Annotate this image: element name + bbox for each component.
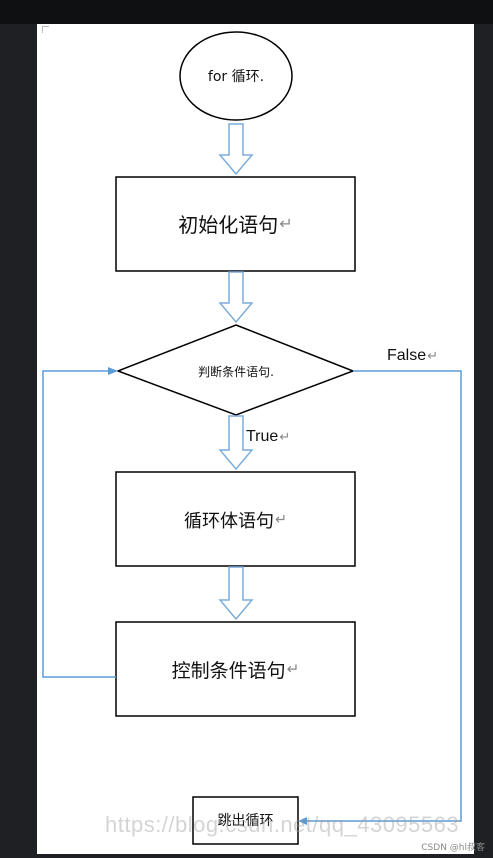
false-label: False↵	[387, 347, 438, 365]
paragraph-mark: ↵	[279, 429, 291, 444]
condition-label-text: 判断条件语句.	[198, 364, 274, 379]
exit-label: 跳出循环	[193, 806, 298, 834]
loop-back-arrowhead	[108, 367, 118, 375]
init-label-text: 初始化语句	[178, 212, 279, 237]
start-ellipse	[179, 31, 293, 121]
condition-diamond	[115, 324, 356, 416]
paragraph-mark: ↵	[286, 660, 300, 678]
arrow-start-to-init	[218, 123, 254, 176]
init-box	[115, 176, 356, 272]
arrow-body-to-control	[218, 566, 254, 621]
condition-label: 判断条件语句.	[160, 358, 312, 384]
body-box	[115, 471, 356, 567]
exit-label-text: 跳出循环	[217, 813, 274, 829]
url-watermark: https://blog.csdn.net/qq_43095563	[105, 812, 460, 837]
exit-box	[192, 796, 299, 845]
start-label: for 循环.	[180, 62, 292, 90]
init-label: 初始化语句↵	[116, 205, 355, 241]
csdn-credit: CSDN @hl叔客	[421, 843, 485, 853]
paragraph-mark: ↵	[274, 512, 288, 528]
viewer-top-bar	[0, 0, 493, 24]
paragraph-mark: ↵	[279, 213, 293, 233]
false-arrowhead	[298, 817, 307, 825]
start-label-text: for 循环.	[207, 69, 265, 85]
control-label-text: 控制条件语句	[171, 659, 286, 682]
body-label-text: 循环体语句	[183, 511, 274, 532]
false-line	[304, 370, 462, 822]
body-label: 循环体语句↵	[116, 503, 355, 537]
arrow-condition-to-body	[218, 415, 254, 471]
page-corner-mark	[42, 26, 49, 33]
control-label: 控制条件语句↵	[116, 651, 355, 687]
true-label-text: True	[246, 428, 279, 445]
paragraph-mark: ↵	[427, 348, 438, 363]
loop-back-line	[42, 370, 116, 678]
false-label-text: False	[387, 347, 427, 364]
control-box	[115, 621, 356, 717]
arrow-init-to-condition	[218, 271, 254, 324]
true-label: True↵	[246, 428, 290, 446]
